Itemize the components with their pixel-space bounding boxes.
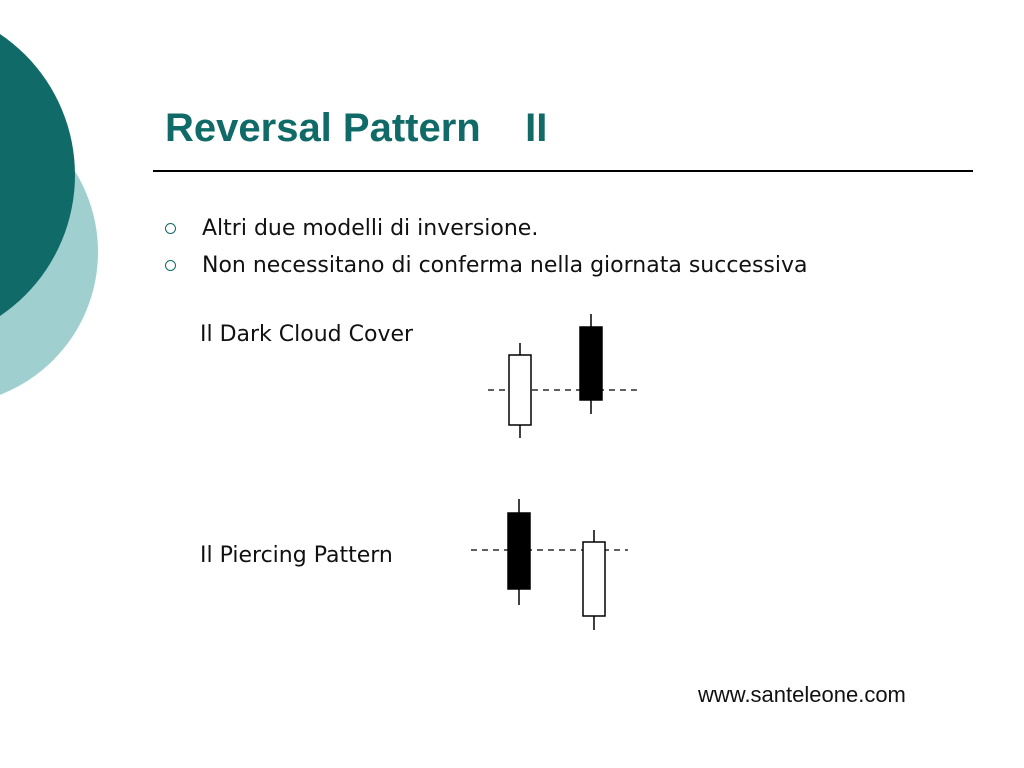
circle-bullet-icon [165, 223, 176, 234]
circle-bullet-icon [165, 260, 176, 271]
piercing-pattern-label: Il Piercing Pattern [200, 543, 393, 568]
dark-teal-circle [0, 34, 75, 316]
piercing-pattern-diagram [471, 499, 628, 630]
title-divider [153, 170, 973, 172]
white-candle [508, 354, 532, 426]
bullet-list: Altri due modelli di inversione. Non nec… [162, 210, 807, 284]
footer-website: www.santeleone.com [698, 682, 906, 707]
bullet-text: Altri due modelli di inversione. [202, 216, 539, 241]
decorative-circles [0, 34, 98, 395]
white-candle [582, 541, 606, 617]
black-candle [579, 326, 603, 401]
bullet-item: Altri due modelli di inversione. [162, 210, 807, 247]
black-candle [507, 512, 531, 590]
dark-cloud-cover-diagram [488, 314, 637, 438]
dark-cloud-cover-label: Il Dark Cloud Cover [200, 322, 414, 347]
bullet-text: Non necessitano di conferma nella giorna… [202, 253, 808, 278]
bullet-item: Non necessitano di conferma nella giorna… [162, 247, 807, 284]
slide-title: Reversal Pattern II [165, 106, 548, 150]
